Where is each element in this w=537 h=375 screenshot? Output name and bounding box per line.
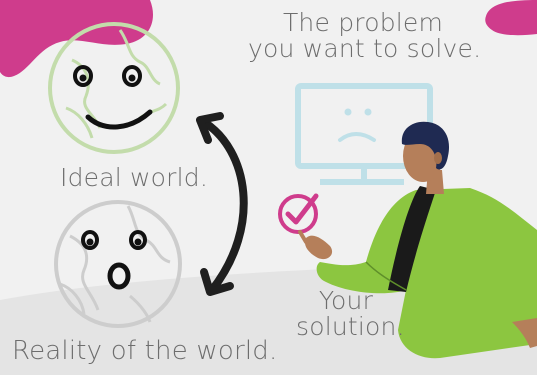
solution-label-line2: solution. <box>296 312 405 342</box>
person-figure <box>304 121 537 359</box>
dark-undershirt <box>388 186 436 292</box>
solution-label: Your solution. <box>296 286 405 342</box>
ideal-globe-icon <box>48 22 180 154</box>
problem-label-line1: The problem <box>282 8 444 37</box>
double-headed-arrow-icon <box>196 112 248 296</box>
solution-label-line1: Your <box>318 286 374 315</box>
green-shirt <box>316 188 537 359</box>
hand <box>304 235 333 260</box>
shocked-mouth <box>107 262 131 290</box>
problem-label: The problem you want to solve. <box>248 8 482 64</box>
ideal-world-label: Ideal world. <box>60 163 209 192</box>
reality-label: Reality of the world. <box>12 336 278 366</box>
magenta-blob-right <box>485 0 537 36</box>
smile-mouth <box>85 109 153 130</box>
problem-label-line2: you want to solve. <box>248 34 482 64</box>
reality-globe-icon <box>54 200 182 328</box>
checkmark-badge-icon <box>278 193 319 244</box>
